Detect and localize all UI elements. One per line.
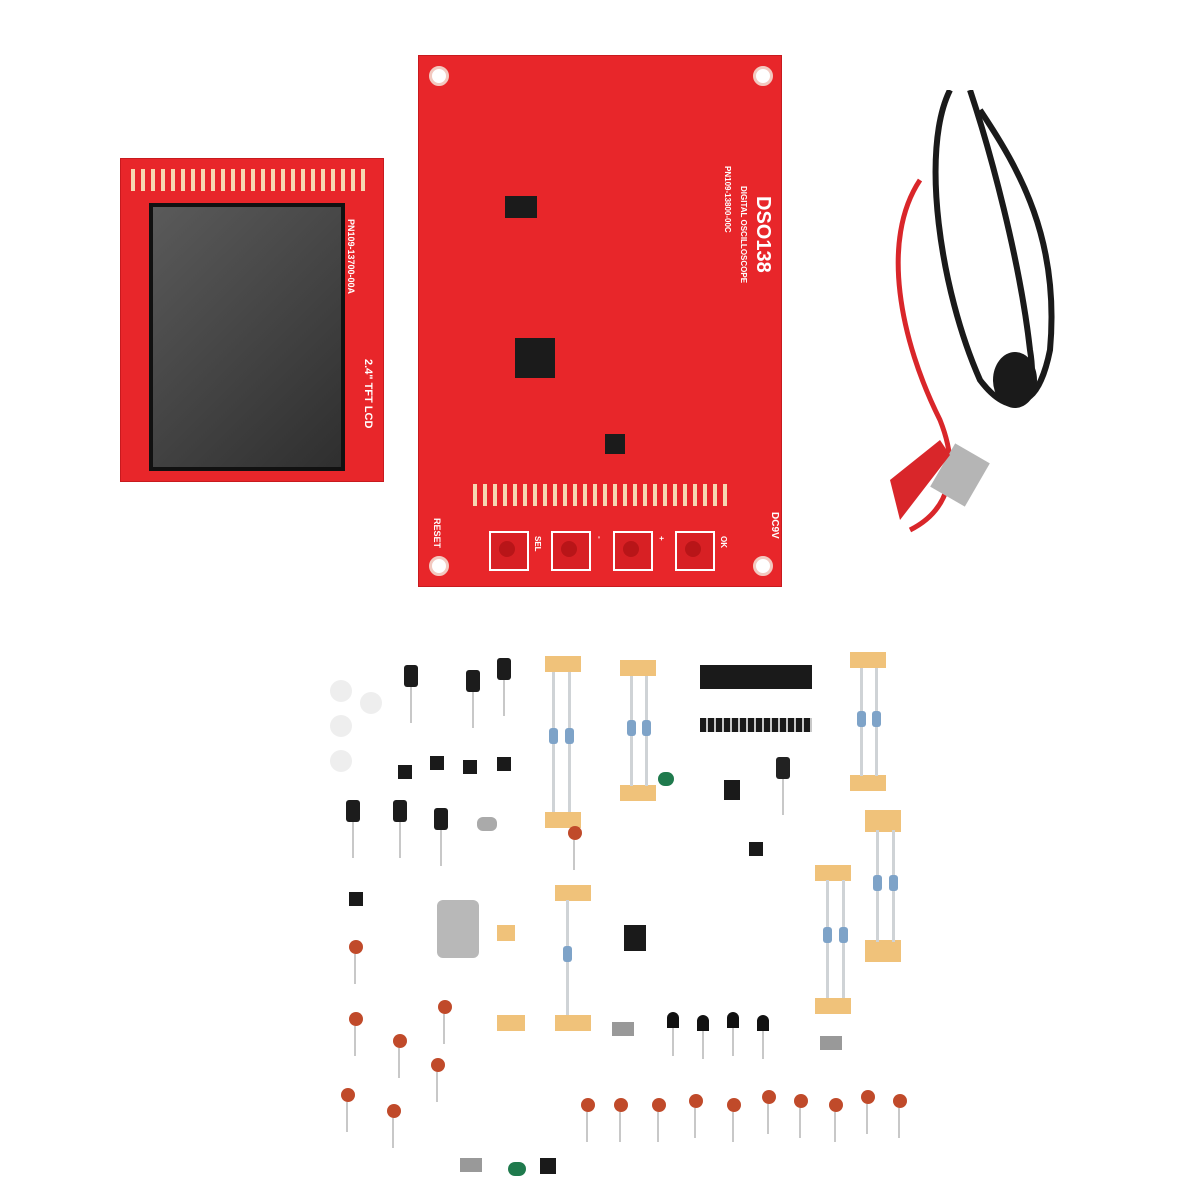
slide-switch [612, 1022, 634, 1036]
lcd-screen [149, 203, 345, 471]
button-minus[interactable] [551, 531, 591, 571]
inductor [658, 772, 674, 786]
reset-label: RESET [432, 518, 442, 549]
slide-switch [460, 1158, 482, 1172]
button-ok[interactable] [675, 531, 715, 571]
bnc-connector [437, 900, 479, 958]
mounting-hole [753, 66, 773, 86]
lcd-label: 2.4" TFT LCD [362, 359, 374, 429]
slide-switch [820, 1036, 842, 1050]
washer [330, 680, 352, 702]
probe-cable [890, 90, 1055, 533]
crystal [477, 817, 497, 831]
lcd-header-pins [131, 169, 371, 191]
mounting-hole [429, 66, 449, 86]
mounting-hole [753, 556, 773, 576]
power-label: DC9V [769, 512, 780, 539]
mcu-chip [515, 338, 555, 378]
button-ok-label: OK [719, 536, 728, 548]
lcd-part-number: PN109-13700-00A [346, 219, 356, 295]
regulator-chip [605, 434, 625, 454]
button-plus[interactable] [613, 531, 653, 571]
button-sel-label: SEL [533, 536, 542, 552]
button-plus-label: + [657, 536, 666, 541]
mounting-hole [429, 556, 449, 576]
lcd-module-board: 2.4" TFT LCD PN109-13700-00A [120, 158, 384, 482]
board-subtitle: DIGITAL OSCILLOSCOPE [739, 186, 748, 284]
inductor [508, 1162, 526, 1176]
button-sel[interactable] [489, 531, 529, 571]
male-header [700, 718, 812, 732]
washer [330, 715, 352, 737]
washer [360, 692, 382, 714]
board-title: DSO138 [752, 196, 774, 273]
pin-header [473, 484, 733, 506]
female-header [700, 665, 812, 689]
washer [330, 750, 352, 772]
op-amp-chip [505, 196, 537, 218]
main-board: DSO138 DIGITAL OSCILLOSCOPE PN109-13800-… [418, 55, 782, 587]
button-minus-label: - [595, 536, 604, 539]
board-part-number: PN109-13800-00C [723, 166, 732, 233]
